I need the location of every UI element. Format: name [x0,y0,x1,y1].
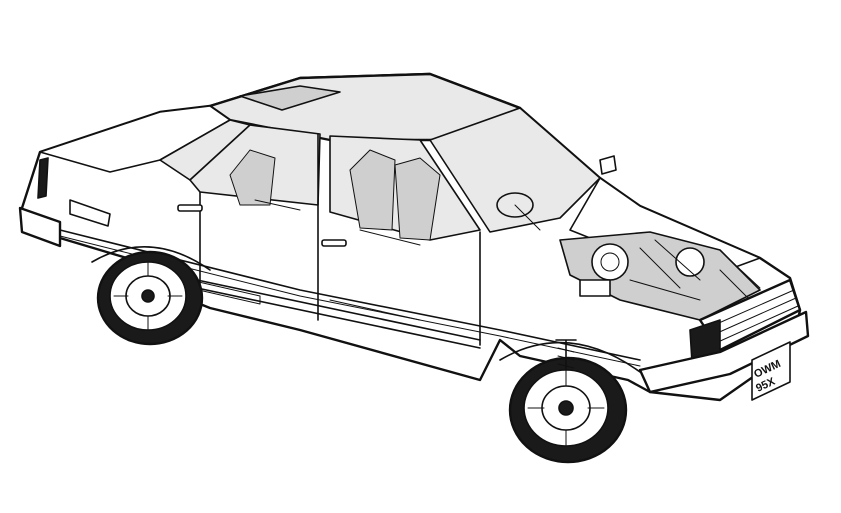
license-plate: OWM 95X [751,341,791,401]
rear-end [18,157,111,248]
interior-seats [229,149,541,246]
rear-wheel [96,250,204,346]
engine-bay [559,231,761,321]
underfloor [149,269,481,349]
front-end [638,278,810,394]
wheel-arches [91,246,641,373]
front-wheel [508,339,628,464]
side-mirror [599,155,617,175]
